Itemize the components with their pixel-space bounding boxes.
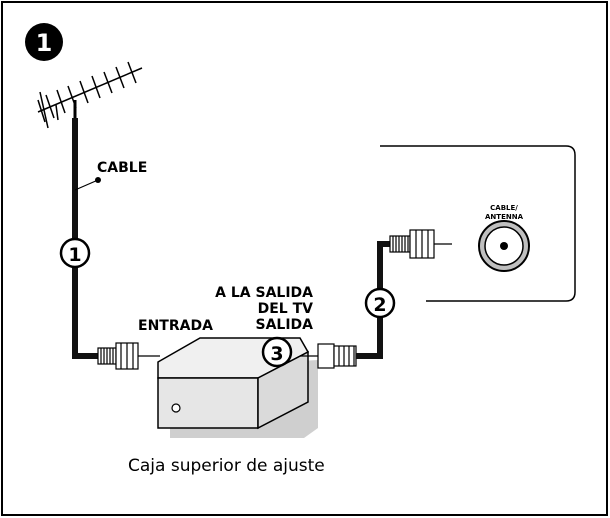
a-la-salida-label: A LA SALIDA: [215, 285, 313, 301]
set-top-box: [157, 337, 318, 438]
cable-pointer-dot: [95, 177, 101, 183]
cable-pointer: [74, 179, 99, 191]
callout-3: 3: [261, 336, 293, 368]
entrada-label: ENTRADA: [138, 318, 213, 334]
step-badge: 1: [25, 23, 63, 61]
cable-antenna-to-box: [72, 118, 100, 359]
callout-2: 2: [364, 287, 396, 319]
connector-entrada: [97, 342, 160, 370]
svg-text:3: 3: [270, 343, 283, 365]
cable-antenna-label-line2: ANTENNA: [485, 213, 524, 221]
callout-1: 1: [59, 237, 91, 269]
cable-label: CABLE: [97, 160, 147, 176]
salida-label: SALIDA: [255, 317, 313, 333]
connector-tv: [389, 229, 452, 259]
antenna-jack-icon: [478, 220, 530, 272]
del-tv-label: DEL TV: [258, 301, 314, 317]
caption: Caja superior de ajuste: [128, 456, 325, 476]
step-number: 1: [36, 29, 53, 57]
svg-text:1: 1: [68, 244, 81, 266]
power-led-icon: [171, 403, 181, 413]
antenna-icon: [37, 61, 143, 129]
cable-antenna-label-line1: CABLE/: [490, 204, 518, 212]
connector-salida: [300, 343, 357, 369]
tv-rear-panel: [380, 145, 576, 302]
svg-text:2: 2: [373, 294, 386, 316]
